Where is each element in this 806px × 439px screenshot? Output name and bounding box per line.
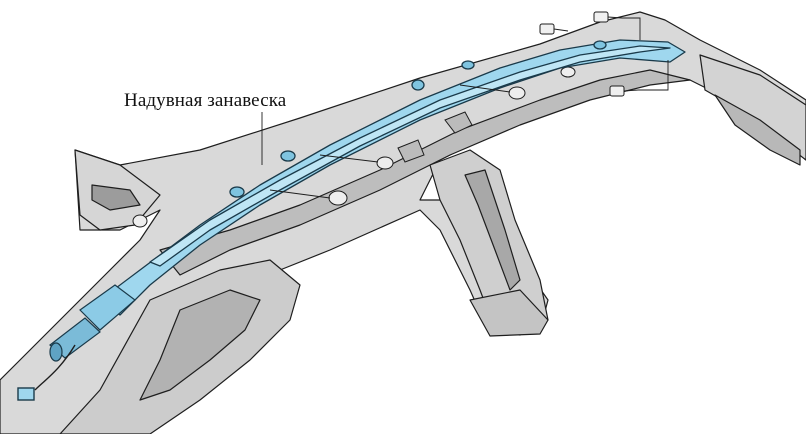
pillar-base bbox=[469, 289, 549, 337]
inflator-end-cap bbox=[49, 342, 63, 362]
side-curtain-airbag bbox=[99, 39, 686, 316]
bolt-leader bbox=[622, 17, 641, 40]
mounting-tab bbox=[593, 40, 607, 50]
frame-hole bbox=[508, 86, 526, 100]
frame-hole bbox=[376, 156, 394, 170]
mounting-bolts bbox=[539, 11, 639, 97]
frame-hole bbox=[328, 190, 348, 206]
frame-holes bbox=[132, 66, 576, 228]
airbag-body bbox=[99, 39, 686, 316]
airbag-upper-fold bbox=[149, 45, 671, 267]
roof-rail-inner-edge bbox=[159, 69, 691, 276]
mounting-bolt bbox=[539, 23, 569, 35]
harness-wire bbox=[34, 344, 76, 391]
mounting-tab bbox=[411, 79, 425, 91]
hole-leader bbox=[269, 189, 331, 199]
mounting-tab bbox=[280, 150, 296, 162]
inflator-housing bbox=[79, 284, 136, 331]
mounting-tab bbox=[229, 186, 245, 198]
frame-oval-slot bbox=[444, 111, 473, 134]
car-body-frame bbox=[0, 11, 806, 435]
hole-leader bbox=[319, 154, 379, 163]
mounting-bolt bbox=[593, 11, 623, 23]
callout-label: Надувная занавеска bbox=[124, 90, 287, 111]
inflator bbox=[49, 284, 136, 362]
lower-left-inner bbox=[139, 289, 261, 401]
connector-harness bbox=[17, 344, 76, 401]
b-pillar-slot bbox=[464, 169, 521, 291]
leader-lines bbox=[261, 17, 669, 199]
mounting-tab bbox=[461, 60, 475, 70]
hole-leader bbox=[459, 84, 511, 93]
mounting-bolt bbox=[609, 85, 639, 97]
right-frame-inner bbox=[714, 94, 801, 166]
bolt-leader bbox=[638, 60, 669, 91]
frame-oval-slot bbox=[397, 139, 425, 163]
frame-hole bbox=[560, 66, 576, 78]
harness-connector bbox=[17, 387, 35, 401]
frame-hole bbox=[132, 214, 148, 228]
rear-handle-slot bbox=[91, 184, 141, 211]
